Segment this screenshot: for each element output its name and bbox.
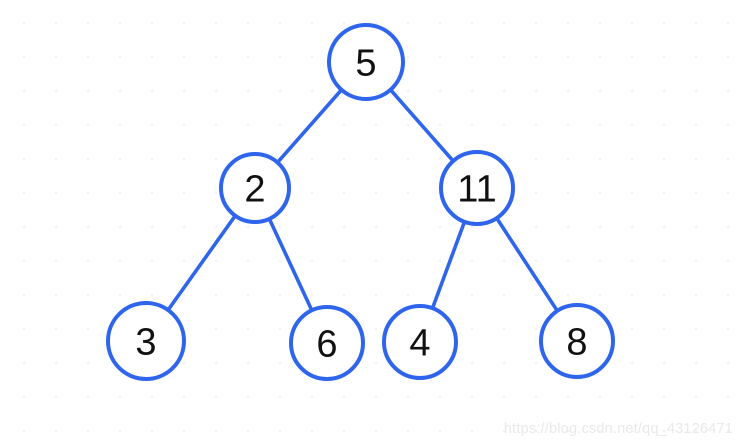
tree-node-6: 6 xyxy=(289,305,365,381)
tree-node-8: 8 xyxy=(539,303,615,379)
tree-node-label: 5 xyxy=(355,43,376,85)
tree-node-circle xyxy=(289,305,365,381)
tree-node-label: 3 xyxy=(135,322,156,364)
watermark: https://blog.csdn.net/qq_43126471 xyxy=(503,421,733,437)
tree-node-circle xyxy=(382,304,458,380)
tree-node-5: 5 xyxy=(327,23,405,101)
tree-node-2: 2 xyxy=(219,152,291,224)
tree-node-label: 11 xyxy=(457,169,496,211)
tree-node-11: 11 xyxy=(439,150,515,226)
tree-node-label: 6 xyxy=(316,324,337,366)
tree-node-circle xyxy=(219,152,291,224)
tree-node-label: 4 xyxy=(409,323,430,365)
tree-node-3: 3 xyxy=(106,301,186,381)
tree-node-label: 2 xyxy=(244,169,265,211)
tree-node-circle xyxy=(106,301,186,381)
tree-node-circle xyxy=(539,303,615,379)
tree-node-4: 4 xyxy=(382,304,458,380)
tree-node-circle xyxy=(327,23,405,101)
tree-node-label: 8 xyxy=(566,322,587,364)
tree-node-circle xyxy=(439,150,515,226)
